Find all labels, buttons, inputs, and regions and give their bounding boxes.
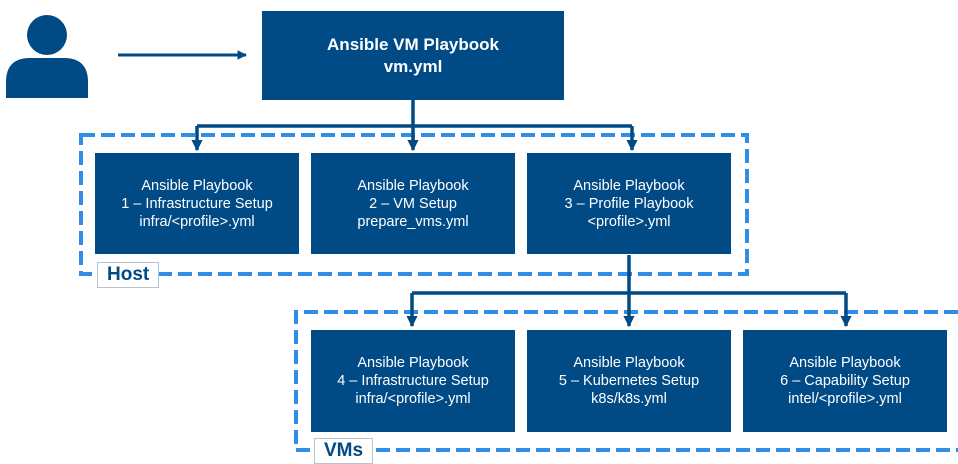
- playbook-file: <profile>.yml: [587, 213, 671, 230]
- playbook-title: Ansible Playbook: [357, 355, 469, 371]
- playbook-step: 1 – Infrastructure Setup: [121, 195, 273, 212]
- playbook-step: 6 – Capability Setup: [780, 373, 910, 389]
- host-group-label: Host: [97, 262, 160, 288]
- main-playbook-file: vm.yml: [383, 56, 443, 76]
- vm-playbook-box-6: Ansible Playbook 6 – Capability Setup in…: [743, 330, 947, 432]
- playbook-title: Ansible Playbook: [789, 355, 901, 371]
- playbook-file: intel/<profile>.yml: [788, 391, 902, 407]
- vms-group-border: [294, 310, 958, 452]
- playbook-step: 2 – VM Setup: [369, 195, 457, 212]
- playbook-file: infra/<profile>.yml: [139, 213, 255, 230]
- profile-to-vms-connectors: [406, 255, 852, 328]
- main-to-host-connectors: [191, 100, 638, 152]
- vms-group-label: VMs: [314, 438, 374, 464]
- playbook-title: Ansible Playbook: [141, 177, 253, 194]
- playbook-file: k8s/k8s.yml: [591, 391, 667, 407]
- playbook-title: Ansible Playbook: [357, 177, 469, 194]
- playbook-file: infra/<profile>.yml: [355, 391, 471, 407]
- playbook-step: 3 – Profile Playbook: [564, 195, 694, 212]
- playbook-step: 4 – Infrastructure Setup: [337, 373, 489, 389]
- playbook-title: Ansible Playbook: [573, 355, 685, 371]
- main-playbook-box: Ansible VM Playbook vm.yml: [262, 11, 564, 100]
- user-icon: [6, 15, 88, 98]
- playbook-title: Ansible Playbook: [573, 177, 685, 194]
- vm-playbook-box-5: Ansible Playbook 5 – Kubernetes Setup k8…: [527, 330, 731, 432]
- host-playbook-box-2: Ansible Playbook 2 – VM Setup prepare_vm…: [311, 153, 515, 254]
- playbook-file: prepare_vms.yml: [357, 213, 469, 230]
- main-playbook-title: Ansible VM Playbook: [327, 34, 499, 54]
- host-playbook-box-1: Ansible Playbook 1 – Infrastructure Setu…: [95, 153, 299, 254]
- host-playbook-box-3: Ansible Playbook 3 – Profile Playbook <p…: [527, 153, 731, 254]
- vm-playbook-box-4: Ansible Playbook 4 – Infrastructure Setu…: [311, 330, 515, 432]
- playbook-step: 5 – Kubernetes Setup: [558, 373, 700, 389]
